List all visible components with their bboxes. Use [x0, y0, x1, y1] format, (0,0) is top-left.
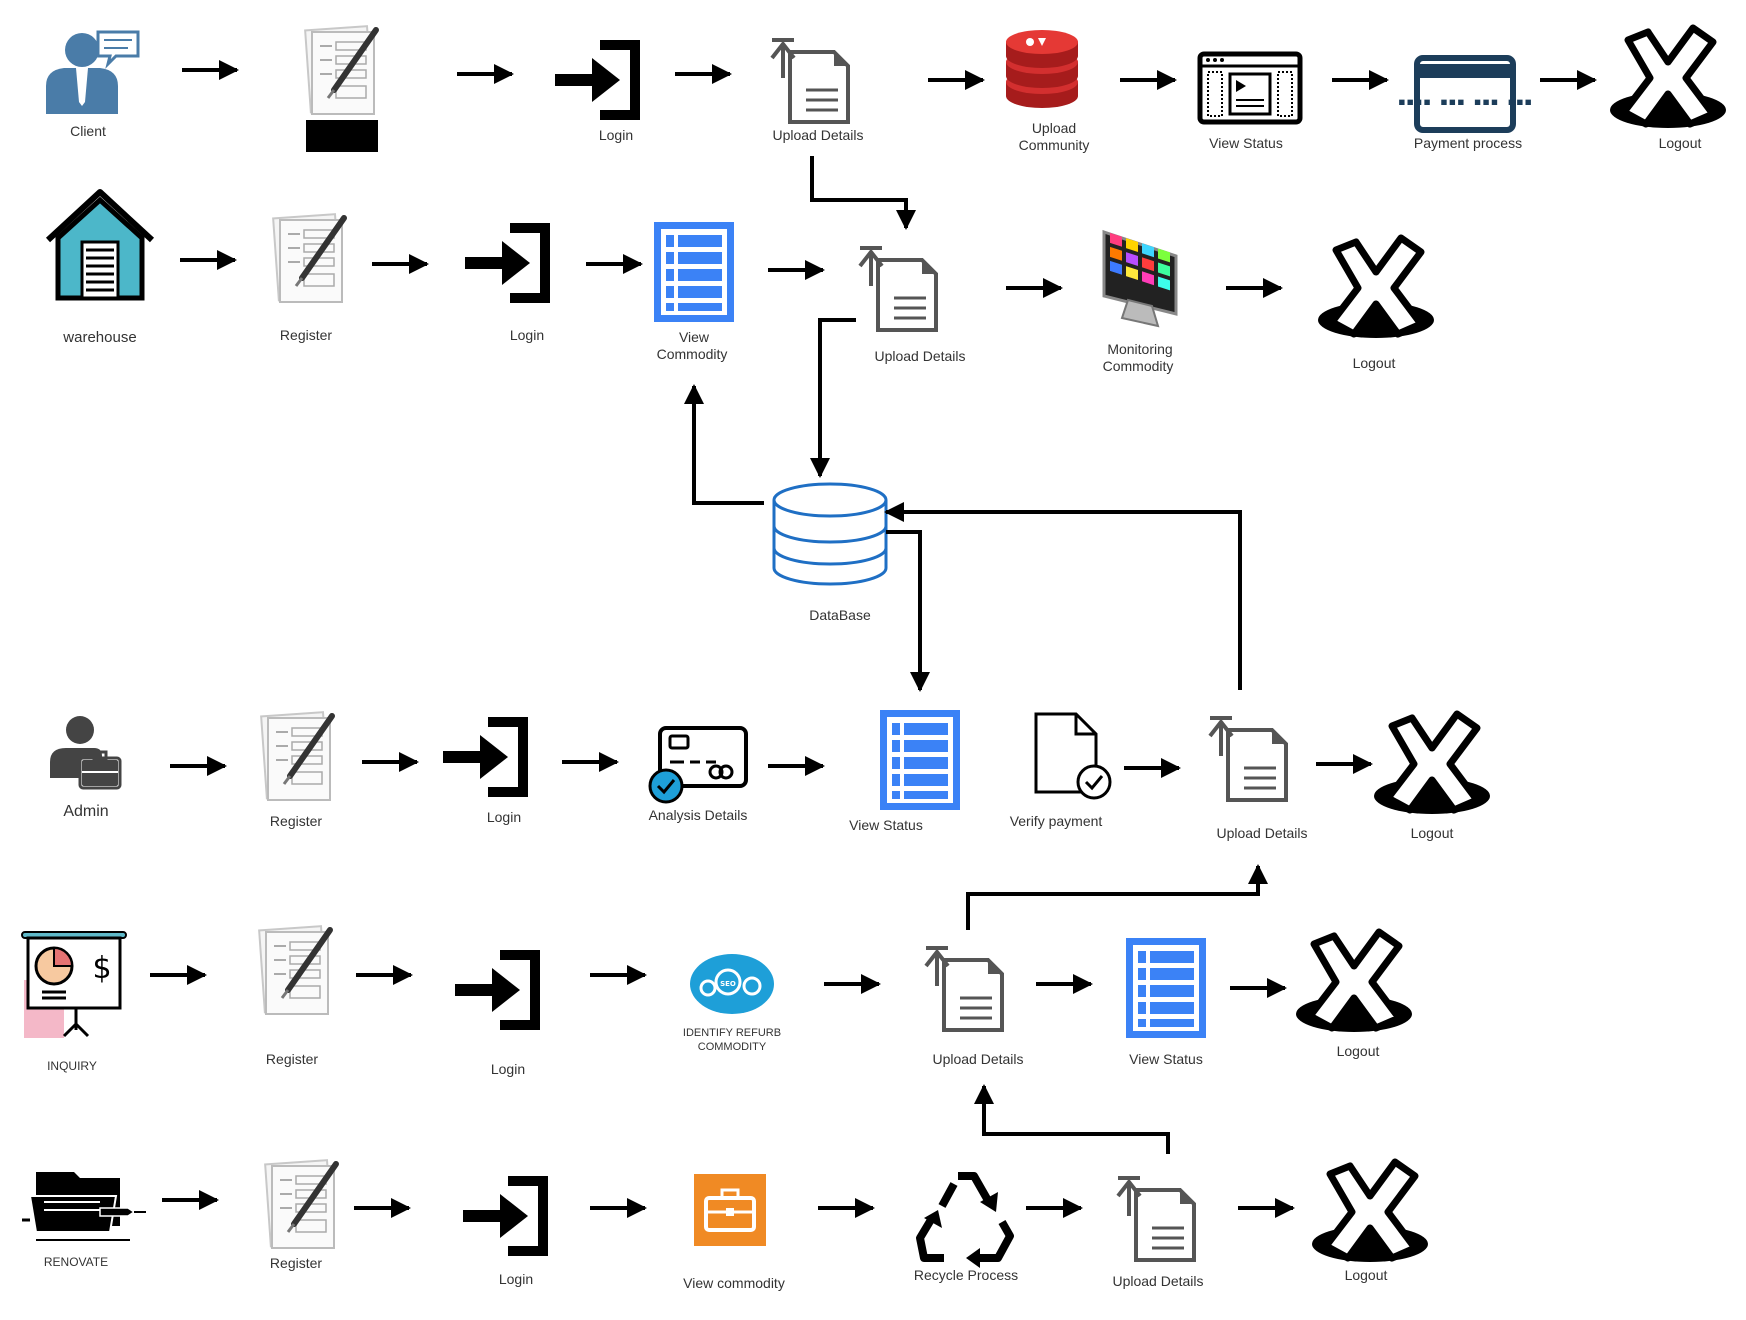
register-icon — [305, 26, 376, 114]
upload-icon — [1208, 714, 1288, 802]
logout-label: Logout — [1411, 825, 1454, 841]
login-icon — [463, 1176, 548, 1256]
connector-inquiry-upload-to-admin — [966, 864, 1268, 930]
briefcase-icon — [694, 1174, 766, 1246]
upload-details-label: Upload Details — [1216, 825, 1307, 841]
client-row: Client Login Upload Details Upload Commu… — [46, 26, 1726, 153]
analysis-details-label: Analysis Details — [649, 807, 748, 823]
logout-label: Logout — [1345, 1267, 1388, 1283]
upload-community-label-2: Community — [1019, 137, 1090, 153]
logout-label: Logout — [1659, 135, 1702, 151]
inquiry-row: $ INQUIRY Register Login SEO IDENTIFY RE… — [21, 926, 1412, 1077]
view-status-list-icon — [1126, 938, 1206, 1038]
register-icon — [261, 712, 332, 800]
upload-icon — [770, 36, 850, 124]
view-status-window-icon — [1197, 51, 1303, 125]
login-icon — [465, 223, 550, 303]
view-status-label: View Status — [1209, 135, 1283, 151]
upload-icon — [924, 944, 1004, 1032]
login-icon — [455, 950, 540, 1030]
identify-refurb-label-2: COMMODITY — [698, 1041, 767, 1053]
admin-icon — [50, 716, 122, 790]
warehouse-label: warehouse — [62, 329, 136, 346]
database-icon — [772, 482, 888, 586]
login-icon — [555, 40, 640, 120]
credit-card-icon: ▪▪▪▪ ▪▪▪ ▪▪▪ ▪▪▪ — [1398, 55, 1533, 133]
admin-label: Admin — [63, 803, 108, 820]
view-commodity-list-icon — [654, 222, 734, 322]
register-label: Register — [270, 813, 322, 829]
identify-gears-icon: SEO — [690, 954, 774, 1014]
connector-database-to-status — [886, 530, 930, 692]
admin-row: Admin Register Login Analysis Details Vi… — [50, 710, 1490, 841]
view-status-label: View Status — [1129, 1051, 1203, 1067]
logout-icon — [1318, 238, 1434, 338]
database-label: DataBase — [809, 607, 871, 623]
verify-payment-icon — [1034, 712, 1112, 800]
login-label: Login — [487, 809, 521, 825]
view-status-label: View Status — [849, 817, 923, 833]
monitoring-commodity-label-2: Commodity — [1103, 358, 1174, 374]
renovate-row: RENOVATE Register Login View commodity R… — [22, 1160, 1428, 1291]
inquiry-label: INQUIRY — [47, 1059, 97, 1073]
logout-icon — [1374, 714, 1490, 814]
login-label: Login — [510, 327, 544, 343]
warehouse-row: warehouse Register Login View Commodity … — [45, 189, 1434, 374]
upload-icon — [858, 244, 938, 332]
monitoring-monitor-icon — [1102, 229, 1178, 328]
login-label: Login — [491, 1061, 525, 1077]
view-commodity-label-2: Commodity — [657, 346, 728, 362]
monitoring-commodity-label-1: Monitoring — [1107, 341, 1172, 357]
logout-icon — [1312, 1162, 1428, 1262]
view-commodity-label-1: View — [679, 329, 710, 345]
analysis-card-icon — [648, 726, 748, 804]
logout-label: Logout — [1337, 1043, 1380, 1059]
logout-label: Logout — [1353, 355, 1396, 371]
logout-icon — [1296, 932, 1412, 1032]
recycle-icon — [916, 1172, 1014, 1268]
identify-refurb-label-1: IDENTIFY REFURB — [683, 1027, 781, 1039]
payment-process-label: Payment process — [1414, 135, 1522, 151]
svg-text:▪▪▪▪ ▪▪▪ ▪▪▪ ▪▪▪: ▪▪▪▪ ▪▪▪ ▪▪▪ ▪▪▪ — [1398, 94, 1533, 110]
upload-icon — [1116, 1174, 1196, 1262]
inquiry-presentation-icon: $ — [21, 931, 127, 1038]
register-label: Register — [266, 1051, 318, 1067]
connector-upload-to-database-right — [884, 502, 1242, 690]
redacted-label-block — [306, 120, 378, 152]
renovate-folder-icon — [22, 1172, 146, 1241]
client-label: Client — [70, 123, 106, 139]
svg-text:SEO: SEO — [720, 980, 736, 988]
login-label: Login — [599, 127, 633, 143]
login-icon — [443, 717, 528, 797]
upload-details-label: Upload Details — [874, 348, 965, 364]
login-label: Login — [499, 1271, 533, 1287]
logout-icon — [1610, 28, 1726, 128]
upload-details-label: Upload Details — [1112, 1273, 1203, 1289]
renovate-label: RENOVATE — [44, 1255, 108, 1269]
recycle-process-label: Recycle Process — [914, 1267, 1018, 1283]
svg-text:$: $ — [92, 951, 111, 986]
client-icon — [46, 30, 140, 114]
view-status-list-icon — [880, 710, 960, 810]
connector-upload-to-upload — [810, 156, 916, 230]
verify-payment-label: Verify payment — [1010, 813, 1103, 829]
upload-community-label-1: Upload — [1032, 120, 1076, 136]
view-commodity-label: View commodity — [683, 1275, 785, 1291]
register-icon — [265, 1160, 336, 1248]
connectors — [684, 156, 1268, 1154]
redis-stack-icon — [1006, 30, 1078, 108]
register-label: Register — [280, 327, 332, 343]
upload-details-label: Upload Details — [932, 1051, 1023, 1067]
register-icon — [259, 926, 330, 1014]
register-label: Register — [270, 1255, 322, 1271]
warehouse-icon — [45, 189, 155, 301]
register-icon — [273, 214, 344, 302]
connector-database-to-view — [684, 384, 764, 505]
connector-renovate-upload-to-inquiry — [974, 1084, 1170, 1154]
connector-upload-to-database — [810, 318, 856, 478]
upload-details-label: Upload Details — [772, 127, 863, 143]
